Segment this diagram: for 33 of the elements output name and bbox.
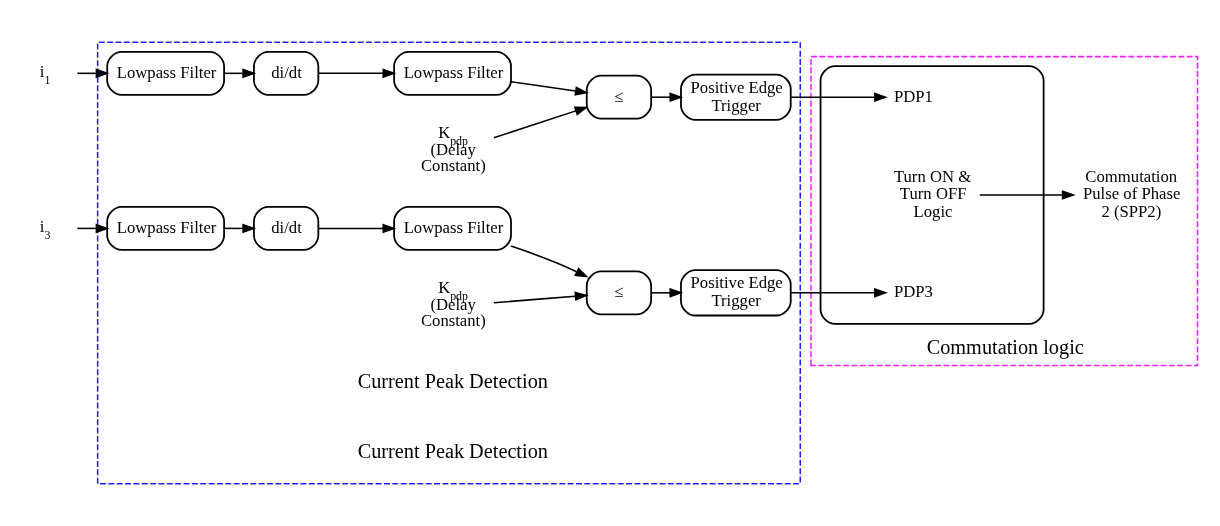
arrow	[493, 106, 589, 139]
arrow	[76, 68, 110, 79]
node-box: di/dt	[253, 206, 320, 251]
arrow	[510, 245, 589, 278]
arrow	[790, 92, 888, 103]
node-box: Positive Edge Trigger	[680, 73, 792, 121]
arrow	[650, 92, 684, 103]
arrow	[223, 68, 257, 79]
arrow	[223, 223, 257, 234]
arrow	[493, 291, 589, 304]
node-text: i$_{1}$	[39, 61, 51, 87]
arrow	[650, 287, 684, 298]
label: Current Peak Detection	[357, 370, 548, 393]
arrow	[979, 190, 1076, 200]
node-box: Positive Edge Trigger	[680, 269, 792, 317]
arrow	[317, 223, 397, 234]
node-box: Lowpass Filter	[106, 206, 225, 251]
node-box: PDP1 Turn ON & Turn OFF Logic PDP3	[819, 65, 1045, 325]
arrow	[76, 223, 110, 234]
arrow	[317, 68, 397, 79]
node-text: i$_{3}$	[39, 216, 51, 242]
node-box: Lowpass Filter	[393, 50, 512, 96]
node-text: K$_{pdp}$ (Delay Constant)	[420, 122, 486, 176]
node-box: ≤	[585, 74, 653, 120]
node-box: ≤	[585, 270, 653, 316]
node-text: K$_{pdp}$ (Delay Constant)	[420, 278, 486, 331]
node-box: di/dt	[253, 50, 320, 96]
arrow	[790, 287, 888, 298]
node-box: Lowpass Filter	[393, 206, 512, 251]
arrow	[510, 80, 589, 96]
node-text: Commutation Pulse of Phase 2 (SPP2)	[1082, 166, 1181, 222]
label: Current Peak Detection	[357, 439, 548, 462]
node-box: Lowpass Filter	[106, 50, 225, 96]
